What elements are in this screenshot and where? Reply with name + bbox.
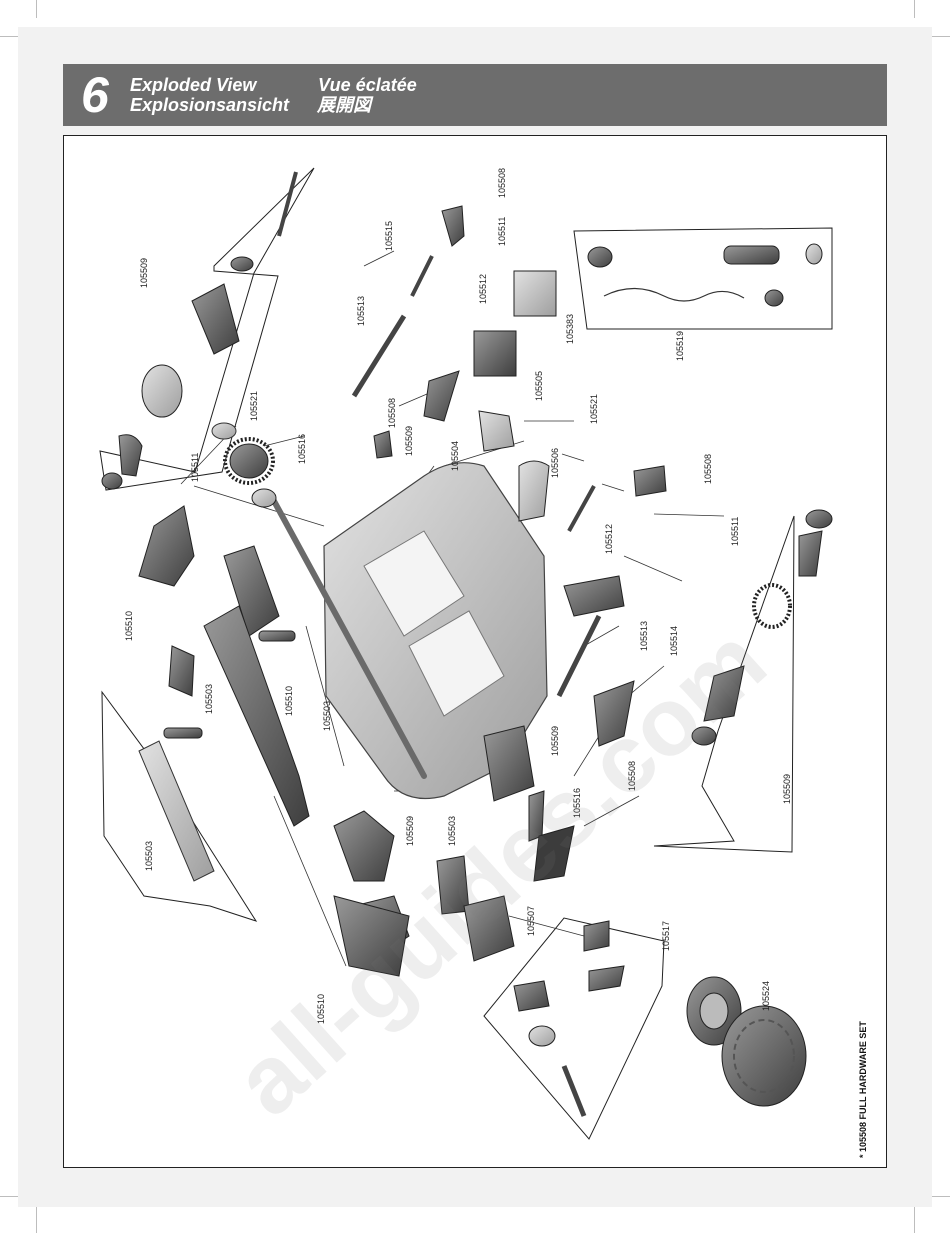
- part-label: 105509: [404, 425, 414, 456]
- callout-front-diff: [99, 167, 315, 491]
- part-label: 105506: [550, 447, 560, 478]
- title-french: Vue éclatée: [318, 75, 417, 95]
- section-number: 6: [81, 67, 109, 123]
- battery-pack: [138, 727, 215, 882]
- callout-steering: [483, 917, 665, 1140]
- part-label: 105511: [730, 516, 740, 546]
- part-label: 105510: [316, 993, 326, 1024]
- part-label: 105509: [405, 815, 415, 846]
- part-label: 105510: [124, 610, 134, 641]
- hardware-set-note: * 105508 FULL HARDWARE SET: [858, 1021, 868, 1158]
- part-label: 105516: [297, 433, 307, 464]
- shock-assembly: [587, 243, 823, 307]
- part-label: 105507: [526, 905, 536, 936]
- part-label: 105512: [604, 523, 614, 554]
- part-label: 105510: [284, 685, 294, 716]
- crop-mark: [36, 0, 37, 18]
- part-label: 105503: [447, 815, 457, 846]
- front-diff-parts: [101, 171, 298, 490]
- title-english: Exploded View: [130, 75, 257, 95]
- crop-mark: [914, 0, 915, 18]
- steering-parts: [333, 855, 625, 1117]
- part-label: 105508: [497, 167, 507, 198]
- part-label: 105505: [534, 370, 544, 401]
- crop-mark: [932, 36, 950, 37]
- callout-rear-diff: [653, 515, 795, 853]
- part-label: 105503: [204, 683, 214, 714]
- rear-suspension: [483, 465, 667, 882]
- part-label: 105512: [478, 273, 488, 304]
- part-label: 105524: [761, 980, 771, 1011]
- part-label: 105514: [669, 625, 679, 656]
- front-suspension: [138, 505, 310, 827]
- wheel-and-tire: [686, 976, 807, 1107]
- part-label: 105516: [572, 787, 582, 818]
- crop-mark: [914, 1207, 915, 1233]
- section-header: 6 Exploded View Vue éclatée Explosionsan…: [63, 64, 887, 126]
- part-label: 105521: [589, 393, 599, 424]
- rear-diff-parts: [691, 509, 833, 746]
- part-label: 105509: [550, 725, 560, 756]
- part-label: 105509: [139, 257, 149, 288]
- crop-mark: [0, 36, 18, 37]
- crop-mark: [0, 1196, 18, 1197]
- center-top-parts: [351, 205, 557, 522]
- part-label: 105504: [450, 440, 460, 471]
- part-label: 105513: [356, 295, 366, 326]
- part-label: 105511: [497, 216, 507, 246]
- part-label: 105521: [249, 390, 259, 421]
- part-label: 105503: [144, 840, 154, 871]
- part-label: 105513: [639, 620, 649, 651]
- chassis-plate: [323, 462, 548, 800]
- callout-shock: [573, 227, 833, 330]
- crop-mark: [36, 1207, 37, 1233]
- exploded-view-diagram: [99, 167, 833, 1140]
- title-german: Explosionsansicht: [130, 95, 290, 115]
- title-japanese: 展開図: [317, 95, 371, 115]
- part-label: 105511: [190, 452, 200, 482]
- spur-gear: [223, 437, 277, 508]
- part-label: 105509: [782, 773, 792, 804]
- part-label: 105508: [703, 453, 713, 484]
- part-label: 105519: [675, 330, 685, 361]
- part-label: 105503: [322, 700, 332, 731]
- exploded-view-frame: 105509 105521 105511 105516 105513 10550…: [63, 135, 887, 1168]
- part-label: 105508: [387, 397, 397, 428]
- part-label: 105517: [661, 920, 671, 951]
- part-label: 105383: [565, 313, 575, 344]
- crop-mark: [932, 1196, 950, 1197]
- part-label: 105508: [627, 760, 637, 791]
- center-drive-shaft: [271, 498, 427, 779]
- part-label: 105515: [384, 220, 394, 251]
